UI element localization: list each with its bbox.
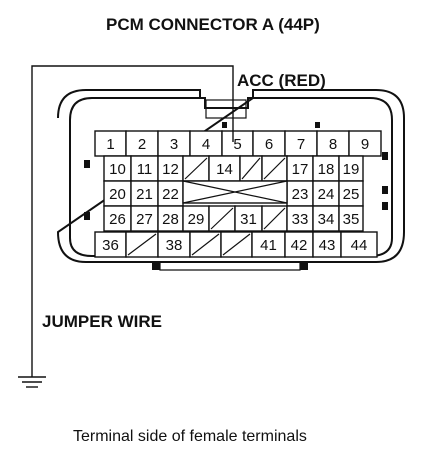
terminal-9 xyxy=(348,130,382,157)
terminal-label: 5 xyxy=(233,136,241,153)
terminal-43 xyxy=(312,231,342,258)
terminal-label: 11 xyxy=(137,161,153,178)
terminal-label: 21 xyxy=(136,186,153,203)
terminal-label: 41 xyxy=(260,237,277,254)
blank-slash xyxy=(222,233,251,256)
terminal-label: 9 xyxy=(361,136,369,153)
terminal-label: 17 xyxy=(292,161,309,178)
blank-slash xyxy=(184,157,208,180)
diagram-title: PCM CONNECTOR A (44P) xyxy=(106,15,320,34)
terminal-label: 33 xyxy=(292,211,309,228)
terminal-4 xyxy=(189,130,223,157)
terminal-label: 25 xyxy=(343,186,360,203)
connector-shell xyxy=(56,89,405,271)
terminal-12 xyxy=(157,155,184,182)
terminal-label: 14 xyxy=(216,161,233,178)
blank-slash xyxy=(210,207,234,230)
terminal-34 xyxy=(312,205,340,232)
terminal-label: 34 xyxy=(318,211,335,228)
blank-slash xyxy=(263,207,286,230)
terminal-label: 28 xyxy=(162,211,179,228)
terminal-26 xyxy=(103,205,132,232)
terminal-35 xyxy=(338,205,364,232)
terminal-label: 6 xyxy=(265,136,273,153)
terminal-label: 18 xyxy=(318,161,335,178)
terminal-label: 3 xyxy=(170,136,178,153)
terminal-label: 22 xyxy=(162,186,179,203)
terminal-label: 24 xyxy=(318,186,335,203)
terminal-label: 27 xyxy=(136,211,153,228)
terminal-17 xyxy=(286,155,314,182)
terminal-10 xyxy=(103,155,132,182)
terminal-label: 7 xyxy=(297,136,305,153)
blank-slash xyxy=(241,157,261,180)
blank-cross-region xyxy=(182,180,288,204)
terminal-label: 42 xyxy=(291,237,308,254)
terminal-label: 2 xyxy=(138,136,146,153)
terminal-label: 26 xyxy=(109,211,126,228)
caption: Terminal side of female terminals xyxy=(73,428,307,445)
terminal-44 xyxy=(340,231,378,258)
terminal-label: 31 xyxy=(240,211,257,228)
terminal-label: 8 xyxy=(329,136,337,153)
ground-symbol-icon xyxy=(18,376,46,388)
terminal-42 xyxy=(284,231,314,258)
acc-label: ACC (RED) xyxy=(237,71,326,90)
terminal-20 xyxy=(103,180,132,207)
terminal-7 xyxy=(284,130,318,157)
terminal-label: 36 xyxy=(102,237,119,254)
terminal-41 xyxy=(251,231,286,258)
blank-slash xyxy=(127,233,157,256)
jumper-wire-line xyxy=(31,65,234,377)
jumper-wire-label: JUMPER WIRE xyxy=(42,312,162,331)
terminal-label: 44 xyxy=(351,237,368,254)
terminal-label: 35 xyxy=(343,211,360,228)
blank-slash xyxy=(263,157,286,180)
terminal-38 xyxy=(157,231,191,258)
terminal-label: 38 xyxy=(166,237,183,254)
terminal-label: 29 xyxy=(188,211,205,228)
blank-slash xyxy=(191,233,220,256)
terminal-19 xyxy=(338,155,364,182)
terminal-label: 1 xyxy=(106,136,114,153)
terminal-label: 43 xyxy=(319,237,336,254)
terminal-label: 12 xyxy=(162,161,179,178)
terminal-label: 20 xyxy=(109,186,126,203)
terminal-33 xyxy=(286,205,314,232)
terminal-label: 23 xyxy=(292,186,309,203)
terminal-label: 4 xyxy=(202,136,210,153)
terminal-label: 10 xyxy=(109,161,126,178)
terminal-label: 19 xyxy=(343,161,360,178)
terminal-18 xyxy=(312,155,340,182)
terminal-31 xyxy=(234,205,263,232)
terminal-6 xyxy=(252,130,286,157)
